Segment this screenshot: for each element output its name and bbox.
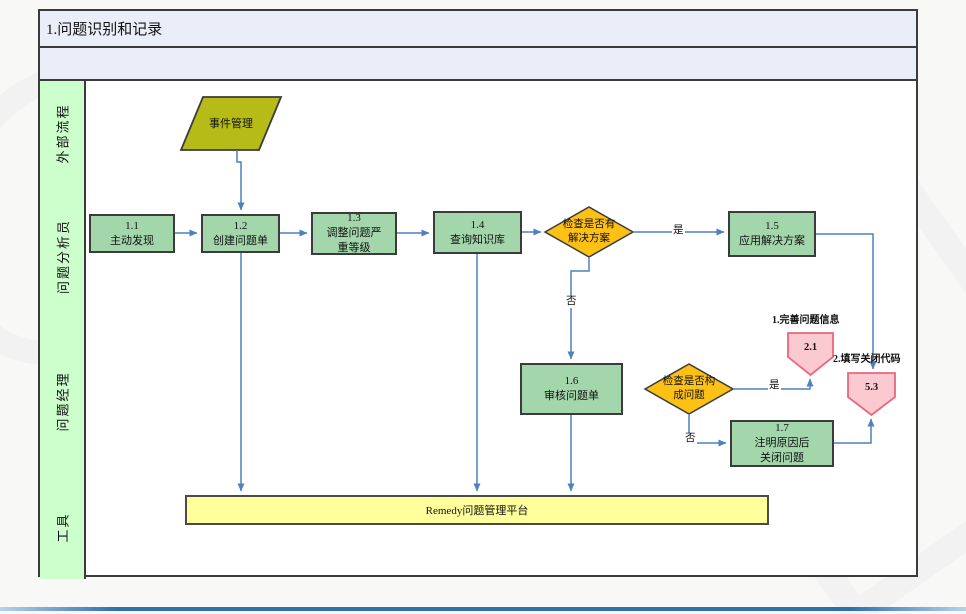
process-1-6: 1.6 审核问题单 xyxy=(520,363,623,415)
lane-label-problem-manager: 问题经理 xyxy=(40,328,86,475)
lane-problem-manager: 问题经理 xyxy=(40,328,916,475)
external-process-label: 事件管理 xyxy=(209,117,253,130)
lane-label-text: 工具 xyxy=(55,511,71,543)
process-1-2: 1.2 创建问题单 xyxy=(201,214,280,253)
header-empty-row xyxy=(40,48,916,81)
lane-problem-analyst: 问题分析员 xyxy=(40,185,916,328)
edge-label-yes-2: 是 xyxy=(768,380,781,392)
slide-bottom-rule xyxy=(0,607,966,611)
lane-label-problem-analyst: 问题分析员 xyxy=(40,185,86,328)
process-1-3: 1.3 调整问题严 重等级 xyxy=(311,212,397,255)
edge-label-no-2: 否 xyxy=(684,433,697,445)
lane-label-text: 外部流程 xyxy=(55,102,71,164)
page-title: 1.问题识别和记录 xyxy=(40,11,916,48)
process-1-1: 1.1 主动发现 xyxy=(89,214,175,253)
lane-label-text: 问题经理 xyxy=(55,371,71,432)
lane-external-process: 外部流程 xyxy=(40,81,916,185)
lane-label-external-process: 外部流程 xyxy=(40,81,86,185)
offpage-connector-2-1-label: 2.1 xyxy=(803,342,818,354)
edge-label-no-1: 否 xyxy=(565,296,578,308)
process-1-5: 1.5 应用解决方案 xyxy=(728,211,816,257)
edge-label-yes-1: 是 xyxy=(672,225,685,237)
lane-tools: 工具 xyxy=(40,475,916,579)
decision-has-solution-label: 检查是否有 解决方案 xyxy=(562,219,616,244)
process-1-7: 1.7 注明原因后 关闭问题 xyxy=(730,420,834,467)
annotation-complete-problem-info: 1.完善问题信息 xyxy=(772,315,840,326)
lane-label-tools: 工具 xyxy=(40,475,86,579)
decision-is-problem-label: 检查是否构 成问题 xyxy=(662,376,716,401)
process-1-4: 1.4 查询知识库 xyxy=(433,211,522,254)
lane-label-text: 问题分析员 xyxy=(55,218,71,295)
offpage-connector-5-3-label: 5.3 xyxy=(864,382,879,394)
swimlane-table: 1.问题识别和记录 外部流程 问题分析员 问题经理 工具 xyxy=(38,9,918,579)
tool-remedy-platform: Remedy问题管理平台 xyxy=(185,495,769,525)
annotation-fill-close-code: 2.填写关闭代码 xyxy=(833,354,901,365)
